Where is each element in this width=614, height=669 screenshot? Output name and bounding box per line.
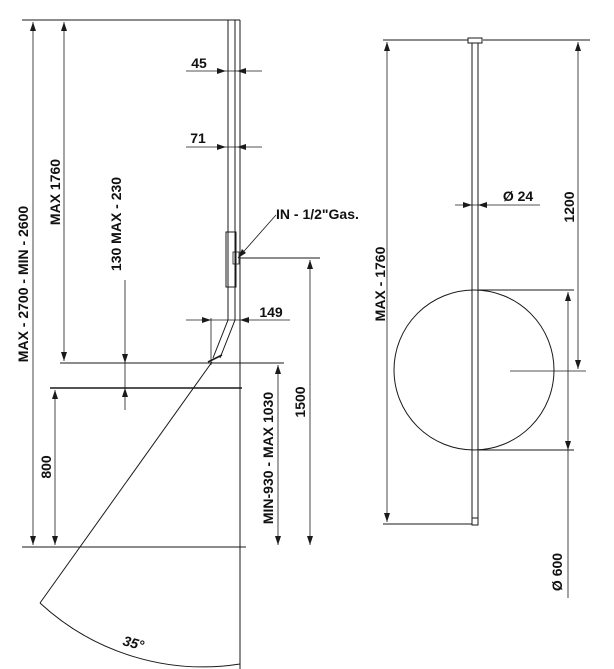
dim-71-label: 71 — [190, 130, 206, 146]
shower-disc — [393, 289, 555, 451]
dim-800-label: 800 — [38, 455, 54, 479]
spray-angle-arc — [39, 602, 241, 668]
left-side-view: MAX - 2700 - MIN - 2600 MAX 1760 130 MAX… — [15, 19, 359, 669]
spray-angle-line — [39, 361, 213, 604]
gas-connector — [232, 251, 240, 265]
gas-leader-line — [237, 214, 277, 259]
dim-149-label: 149 — [259, 304, 283, 320]
dim-45-label: 45 — [191, 55, 207, 71]
pipe-valve — [225, 231, 237, 288]
dim-disc-label: Ø 600 — [549, 553, 565, 591]
ceiling-plate — [467, 37, 483, 44]
angle-label: 35° — [121, 632, 146, 653]
rod-end-cap — [471, 517, 479, 526]
dim-max1760r-label: MAX - 1760 — [372, 246, 388, 321]
dim-930-label: MIN-930 - MAX 1030 — [260, 392, 276, 524]
dim-rod-label: Ø 24 — [503, 188, 534, 204]
dim-1500-label: 1500 — [292, 386, 308, 417]
dim-130-label: 130 MAX - 230 — [108, 177, 124, 271]
dim-total-label: MAX - 2700 - MIN - 2600 — [15, 206, 31, 363]
right-front-view: Ø 24 1200 MAX - 1760 Ø 600 — [372, 37, 590, 598]
dim-max1760-label: MAX 1760 — [47, 159, 63, 225]
dim-1200-label: 1200 — [561, 191, 577, 222]
shower-head-edge — [207, 354, 223, 363]
gas-inlet-label: IN - 1/2"Gas. — [276, 206, 359, 222]
